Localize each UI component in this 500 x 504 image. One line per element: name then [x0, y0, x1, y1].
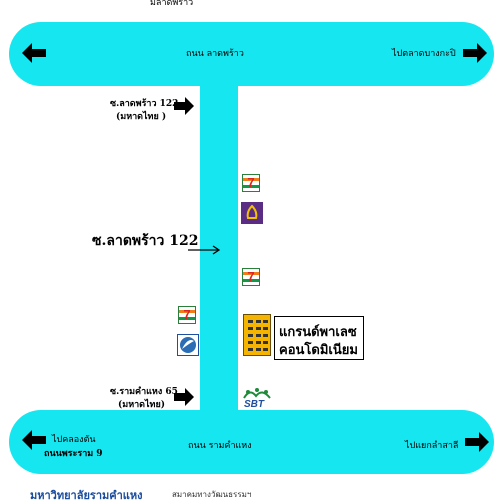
soi-bottom-label-1: ซ.รามคำแหง 65 — [110, 387, 178, 397]
soi-main-arrow-icon — [188, 245, 221, 255]
destination-line-1: แกรนด์พาเลซ — [279, 325, 357, 340]
gas-station-icon — [177, 334, 199, 356]
destination-label-box: แกรนด์พาเลซ คอนโดมิเนียม — [274, 316, 364, 360]
soi-main-label: ซ.ลาดพร้าว 122 — [92, 233, 199, 249]
bottom-road-left-arrow-icon — [22, 430, 46, 450]
soi-top-arrow-icon — [174, 97, 194, 115]
top-road-left-arrow-icon — [22, 43, 46, 63]
top-road-right-arrow-icon — [463, 43, 487, 63]
bottom-road-left-label-2: ถนนพระราม 9 — [44, 449, 103, 459]
bottom-road-right-label: ไปแยกลำสาลี — [405, 441, 459, 451]
destination-line-2: คอนโดมิเนียม — [279, 343, 358, 358]
seven-eleven-icon: 7 — [242, 268, 260, 286]
bottom-road — [9, 410, 494, 474]
bottom-road-name: ถนน รามคำแหง — [188, 441, 252, 451]
scb-bank-icon — [241, 202, 263, 224]
footer-university: มหาวิทยาลัยรามคำแหง — [30, 489, 143, 502]
top-road — [9, 22, 494, 86]
top-road-name: ถนน ลาดพร้าว — [186, 49, 244, 59]
soi-road — [200, 84, 238, 414]
soi-bottom-label-2: (มหาดไทย) — [118, 400, 166, 410]
soi-bottom-arrow-icon — [174, 388, 194, 406]
seven-eleven-icon: 7 — [242, 174, 260, 192]
sbt-bank-text: SBT — [244, 399, 264, 410]
seven-eleven-icon: 7 — [178, 306, 196, 324]
condominium-building-icon — [243, 314, 271, 356]
wheat-logo-icon — [243, 388, 271, 399]
footer-note: สมาคมทางวัฒนธรรมฯ — [172, 490, 252, 499]
sbt-bank-logo: SBT — [240, 386, 274, 412]
bottom-road-right-arrow-icon — [465, 432, 489, 452]
top-caption: มลาดพร้าว — [150, 0, 194, 8]
bottom-road-left-label-1: ไปคลองตัน — [52, 435, 96, 445]
soi-top-label-2: (มหาดไทย ) — [116, 112, 167, 122]
soi-top-label-1: ซ.ลาดพร้าว 122 — [110, 99, 179, 109]
top-road-right-label: ไปตลาดบางกะปิ — [392, 49, 456, 59]
